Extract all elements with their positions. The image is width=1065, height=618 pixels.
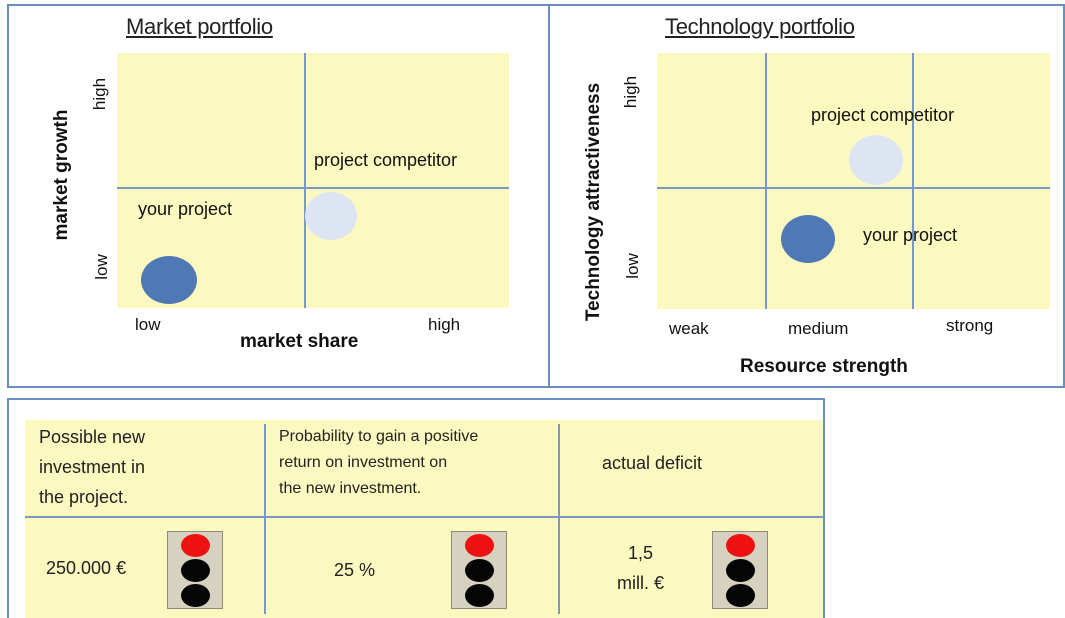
investment-table-body bbox=[25, 420, 823, 618]
red-lamp-icon bbox=[181, 534, 210, 557]
market-y-high-label: high bbox=[90, 77, 109, 111]
investment-traffic-light-icon bbox=[167, 531, 223, 609]
technology-x-axis-label: Resource strength bbox=[740, 356, 908, 377]
market-vertical-divider bbox=[304, 53, 306, 308]
probability-value: 25 % bbox=[334, 560, 376, 580]
market-x-axis-label: market share bbox=[240, 331, 359, 352]
black-lamp-icon bbox=[181, 584, 210, 607]
red-lamp-icon bbox=[465, 534, 494, 557]
header-probability: Probability to gain a positive return on… bbox=[279, 424, 478, 502]
deficit-value: 1,5 mill. € bbox=[617, 538, 664, 598]
technology-y-high-label: high bbox=[621, 75, 640, 109]
black-lamp-icon bbox=[465, 584, 494, 607]
market-your-project-label: your project bbox=[138, 199, 233, 219]
header-probability-line-2: return on investment on bbox=[279, 454, 448, 471]
technology-competitor-label: project competitor bbox=[811, 105, 955, 125]
table-row-divider bbox=[25, 516, 825, 518]
technology-portfolio-panel bbox=[548, 4, 1065, 388]
header-investment-line-2: investment in bbox=[39, 457, 146, 477]
black-lamp-icon bbox=[726, 584, 755, 607]
market-competitor-label: project competitor bbox=[314, 150, 458, 170]
deficit-value-line-2: mill. € bbox=[617, 573, 665, 593]
deficit-value-line-1: 1,5 bbox=[628, 543, 654, 563]
header-probability-line-1: Probability to gain a positive bbox=[279, 428, 479, 445]
market-x-high-label: high bbox=[428, 315, 461, 334]
technology-y-low-label: low bbox=[623, 253, 642, 279]
probability-traffic-light-icon bbox=[451, 531, 507, 609]
technology-portfolio-title: Technology portfolio bbox=[665, 14, 855, 39]
header-probability-line-3: the new investment. bbox=[279, 480, 422, 497]
technology-y-axis-label: Technology attractiveness bbox=[583, 82, 604, 322]
technology-x-strong-label: strong bbox=[946, 316, 994, 335]
market-portfolio-title: Market portfolio bbox=[126, 14, 273, 39]
black-lamp-icon bbox=[465, 559, 494, 582]
header-investment-line-3: the project. bbox=[39, 487, 129, 507]
market-your-project-bubble bbox=[141, 256, 197, 304]
technology-x-weak-label: weak bbox=[669, 319, 709, 338]
market-competitor-bubble bbox=[305, 192, 357, 240]
technology-divider-2 bbox=[912, 53, 914, 309]
header-investment: Possible new investment in the project. bbox=[39, 422, 145, 512]
header-investment-line-1: Possible new bbox=[39, 427, 146, 447]
market-y-axis-label: market growth bbox=[51, 109, 72, 241]
black-lamp-icon bbox=[181, 559, 210, 582]
black-lamp-icon bbox=[726, 559, 755, 582]
market-y-low-label: low bbox=[92, 254, 111, 280]
technology-your-project-bubble bbox=[781, 215, 835, 263]
investment-value: 250.000 € bbox=[46, 558, 127, 578]
deficit-traffic-light-icon bbox=[712, 531, 768, 609]
technology-x-medium-label: medium bbox=[788, 319, 849, 338]
technology-divider-1 bbox=[765, 53, 767, 309]
market-horizontal-divider bbox=[117, 187, 509, 189]
technology-horizontal-divider bbox=[657, 187, 1050, 189]
table-col-divider-2 bbox=[558, 424, 560, 614]
table-col-divider-1 bbox=[264, 424, 266, 614]
header-deficit: actual deficit bbox=[602, 453, 703, 473]
technology-plot-area bbox=[657, 53, 1050, 309]
investment-table: Possible new investment in the project. … bbox=[7, 398, 825, 618]
technology-your-project-label: your project bbox=[863, 225, 958, 245]
market-x-low-label: low bbox=[135, 315, 161, 334]
red-lamp-icon bbox=[726, 534, 755, 557]
technology-competitor-bubble bbox=[849, 135, 903, 185]
